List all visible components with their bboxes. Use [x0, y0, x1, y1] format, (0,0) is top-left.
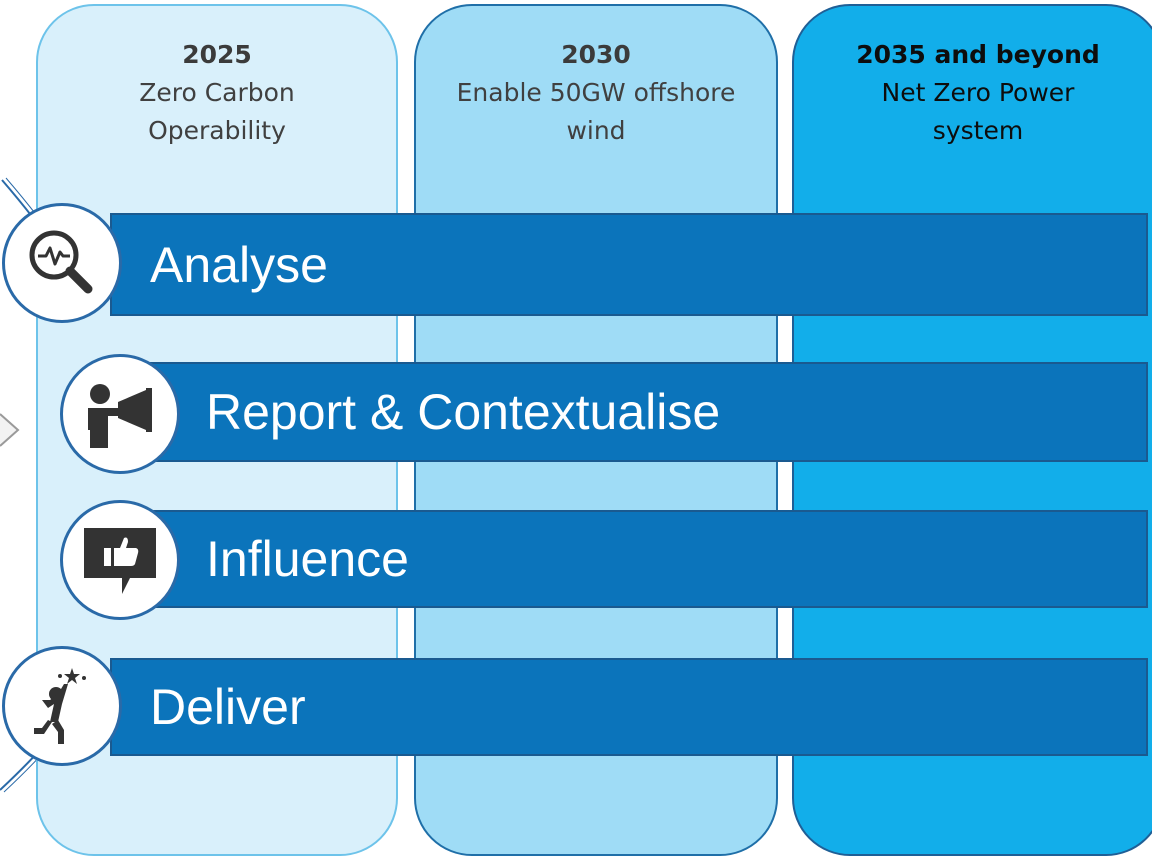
magnifier-heartbeat-icon	[29, 230, 93, 294]
band-influence: Influence	[110, 510, 1148, 608]
band-label: Influence	[206, 531, 409, 587]
column-description: Net Zero Power system	[881, 78, 1075, 145]
analyse-circle	[2, 203, 122, 323]
influence-circle	[60, 500, 180, 620]
column-year: 2035 and beyond	[856, 40, 1100, 69]
band-report-contextualise: Report & Contextualise	[110, 362, 1148, 462]
megaphone-person-icon	[88, 384, 152, 448]
deliver-circle	[2, 646, 122, 766]
band-analyse: Analyse	[110, 213, 1148, 316]
column-header: 2030 Enable 50GW offshore wind	[416, 36, 776, 150]
reaching-star-person-icon	[34, 668, 86, 744]
column-description: Zero Carbon Operability	[139, 78, 295, 145]
column-description: Enable 50GW offshore wind	[456, 78, 736, 145]
band-deliver: Deliver	[110, 658, 1148, 756]
column-year: 2030	[561, 40, 631, 69]
column-header: 2025 Zero Carbon Operability	[38, 36, 396, 150]
column-header: 2035 and beyond Net Zero Power system	[794, 36, 1152, 150]
band-label: Deliver	[150, 679, 306, 735]
report-circle	[60, 354, 180, 474]
band-label: Analyse	[150, 236, 328, 293]
thumbs-up-speech-bubble-icon	[84, 528, 156, 594]
column-year: 2025	[182, 40, 252, 69]
band-label: Report & Contextualise	[206, 384, 721, 440]
chevron-right-icon	[0, 413, 20, 447]
